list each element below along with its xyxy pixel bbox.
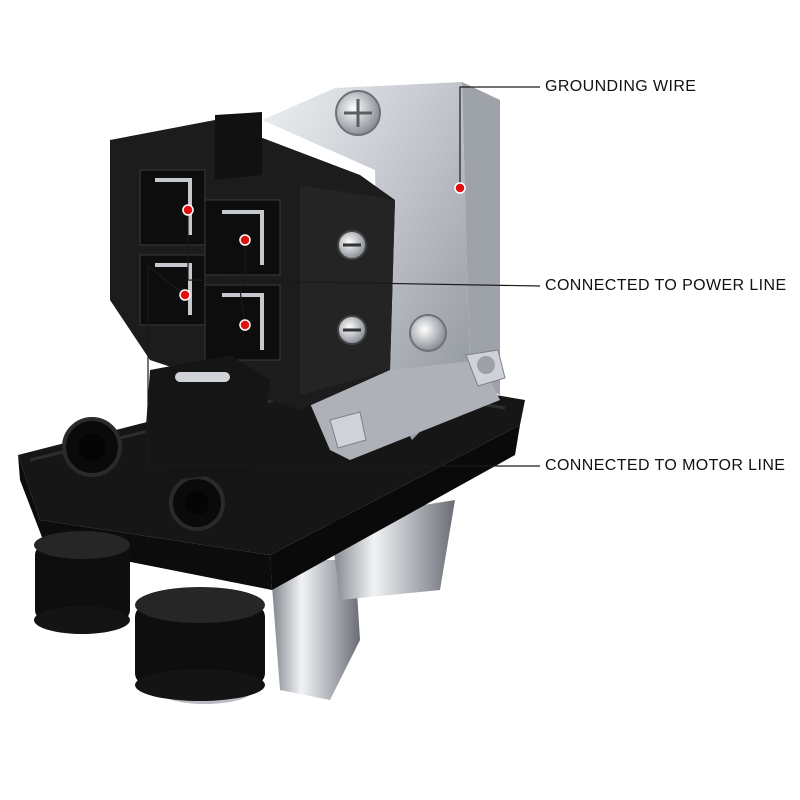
leader-line-grounding: [459, 86, 540, 188]
callout-power-line: CONNECTED TO POWER LINE: [545, 277, 787, 294]
switch-lever: [145, 355, 270, 480]
marker-power-2: [239, 234, 251, 246]
leader-line-motor-2: [239, 289, 246, 326]
marker-power-1: [182, 204, 194, 216]
callout-grounding-wire: GROUNDING WIRE: [545, 78, 697, 95]
callout-motor-line: CONNECTED TO MOTOR LINE: [545, 457, 786, 474]
terminal-block: [110, 112, 395, 410]
marker-motor-2: [239, 319, 251, 331]
mounting-hole-left: [62, 417, 122, 477]
cable-gland-right: [135, 587, 265, 701]
marker-grounding: [454, 182, 466, 194]
mounting-hole-front: [169, 475, 225, 531]
marker-motor-1: [179, 289, 191, 301]
leader-line-power: [187, 210, 541, 287]
leader-line-motor: [147, 264, 540, 467]
cable-gland-left: [34, 531, 130, 634]
